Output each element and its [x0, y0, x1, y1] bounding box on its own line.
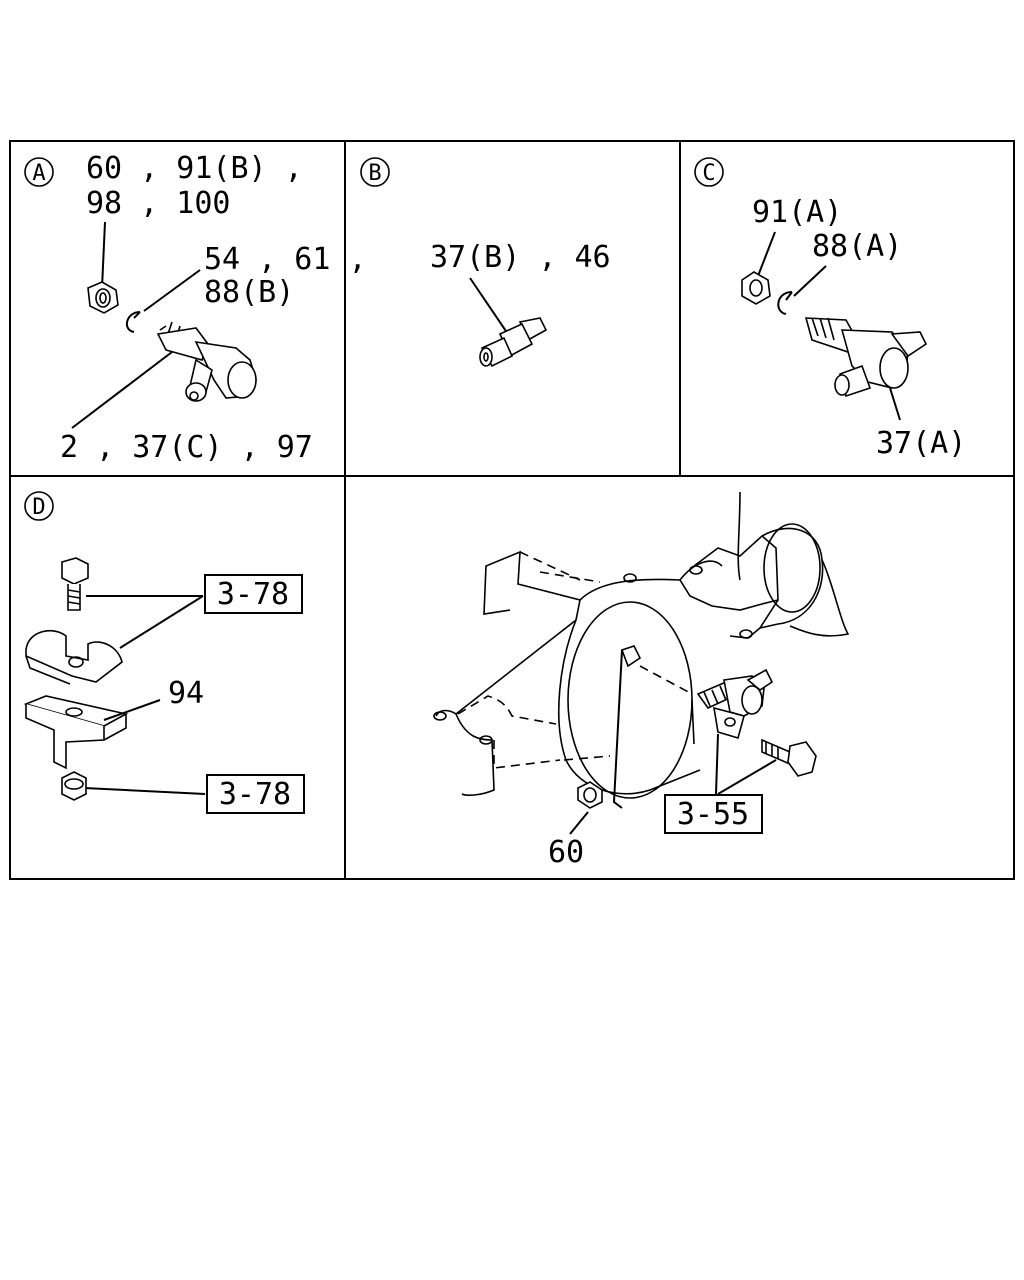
panel-c-label-2: 88(A) [812, 229, 902, 264]
panel-c-letter: C [702, 161, 715, 186]
panel-c-label-3: 37(A) [876, 426, 966, 461]
union-fitting-icon [479, 317, 548, 368]
tee-fitting-icon [156, 321, 257, 402]
panel-main: 3-55 60 [433, 491, 850, 870]
panel-d: D 3-78 94 3-78 [23, 491, 305, 814]
panel-a: A 60 , 91(B) , 98 , 100 54 , 61 , 88(B) … [24, 151, 367, 465]
tee-fitting-icon [696, 668, 774, 740]
panel-c: C 91(A) 88(A) 37(A) [694, 157, 966, 461]
panel-c-label-1: 91(A) [752, 195, 842, 230]
clamp-icon [25, 629, 123, 685]
tee-fitting-icon [804, 317, 928, 398]
panel-a-label-right-1: 54 , 61 , [204, 242, 367, 277]
reference-box-3[interactable] [664, 794, 763, 834]
panel-a-label-right-2: 88(B) [204, 275, 294, 310]
panel-b: B 37(B) , 46 [360, 157, 611, 368]
part-label-94: 94 [168, 676, 204, 711]
panel-d-letter: D [32, 495, 45, 520]
reference-box-2[interactable] [206, 774, 305, 814]
bolt-icon [61, 557, 89, 611]
nut-icon [87, 281, 119, 314]
bracket-icon [612, 645, 693, 809]
bolt-icon [761, 738, 817, 777]
nut-icon [61, 771, 87, 801]
panel-b-letter: B [368, 161, 381, 186]
part-label-60: 60 [548, 835, 584, 870]
reference-label-3: 3-55 [677, 797, 749, 832]
panel-a-letter: A [32, 161, 45, 186]
reference-box-1[interactable] [204, 574, 303, 614]
reference-label-2: 3-78 [219, 777, 291, 812]
nut-icon [577, 781, 603, 809]
panel-a-label-top-2: 98 , 100 [86, 186, 231, 221]
nut-icon [741, 271, 771, 305]
reference-label-1: 3-78 [217, 577, 289, 612]
clip-icon [125, 311, 141, 333]
diagram-frame [9, 140, 1015, 880]
axle-housing-icon [433, 491, 850, 799]
bracket-icon [23, 695, 129, 770]
clip-icon [777, 291, 793, 315]
panel-b-label: 37(B) , 46 [430, 240, 611, 275]
panel-a-label-bottom: 2 , 37(C) , 97 [60, 430, 313, 465]
panel-a-label-top-1: 60 , 91(B) , [86, 151, 303, 186]
